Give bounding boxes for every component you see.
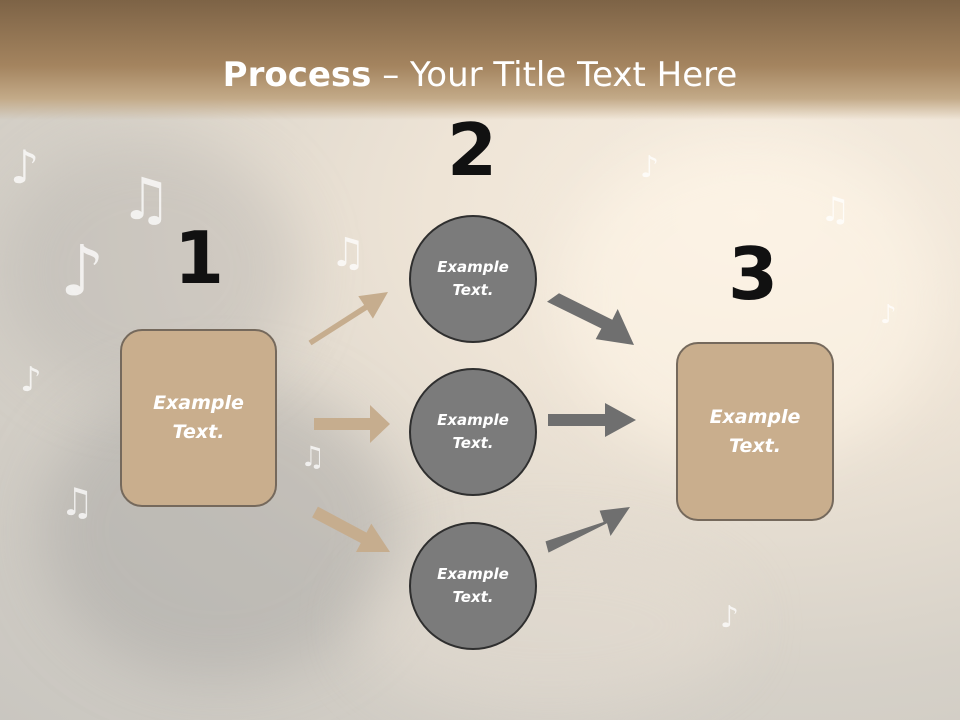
title-rest: Your Title Text Here — [410, 55, 738, 95]
left-box-text: Example Text. — [153, 392, 244, 443]
step-number-2: 2 — [446, 108, 498, 192]
circle-top-text: Example Text. — [437, 258, 509, 299]
arrow-down-right-gray — [547, 293, 634, 345]
arrow-right-tan — [314, 405, 390, 443]
step-number-3: 3 — [727, 232, 779, 316]
music-note-icon: ♫ — [120, 165, 172, 233]
left-box: Example Text. — [120, 329, 277, 507]
circle-bottom: Example Text. — [409, 522, 537, 650]
music-note-icon: ♪ — [10, 140, 40, 194]
arrow-right-gray — [548, 403, 636, 437]
arrow-up-right-tan — [308, 292, 388, 346]
arrow-down-right-tan — [312, 506, 390, 552]
right-box: Example Text. — [676, 342, 834, 521]
circle-middle-text: Example Text. — [437, 411, 509, 452]
step-number-1: 1 — [173, 216, 225, 300]
music-note-icon: ♪ — [640, 150, 660, 185]
circle-middle: Example Text. — [409, 368, 537, 496]
music-note-icon: ♫ — [330, 230, 366, 276]
circle-bottom-text: Example Text. — [437, 565, 509, 606]
music-note-icon: ♫ — [300, 440, 326, 473]
title-separator: – — [371, 55, 411, 95]
circle-top: Example Text. — [409, 215, 537, 343]
slide-title: Process – Your Title Text Here — [0, 53, 960, 97]
right-box-text: Example Text. — [709, 405, 801, 457]
title-strong: Process — [222, 55, 372, 95]
music-note-icon: ♪ — [20, 360, 42, 400]
music-note-icon: ♫ — [60, 480, 95, 524]
music-note-icon: ♪ — [880, 300, 897, 330]
music-note-icon: ♫ — [820, 190, 851, 230]
music-note-icon: ♪ — [720, 600, 740, 635]
music-note-icon: ♪ — [60, 230, 105, 312]
arrow-up-right-gray — [545, 507, 630, 553]
title-bar — [0, 0, 960, 120]
